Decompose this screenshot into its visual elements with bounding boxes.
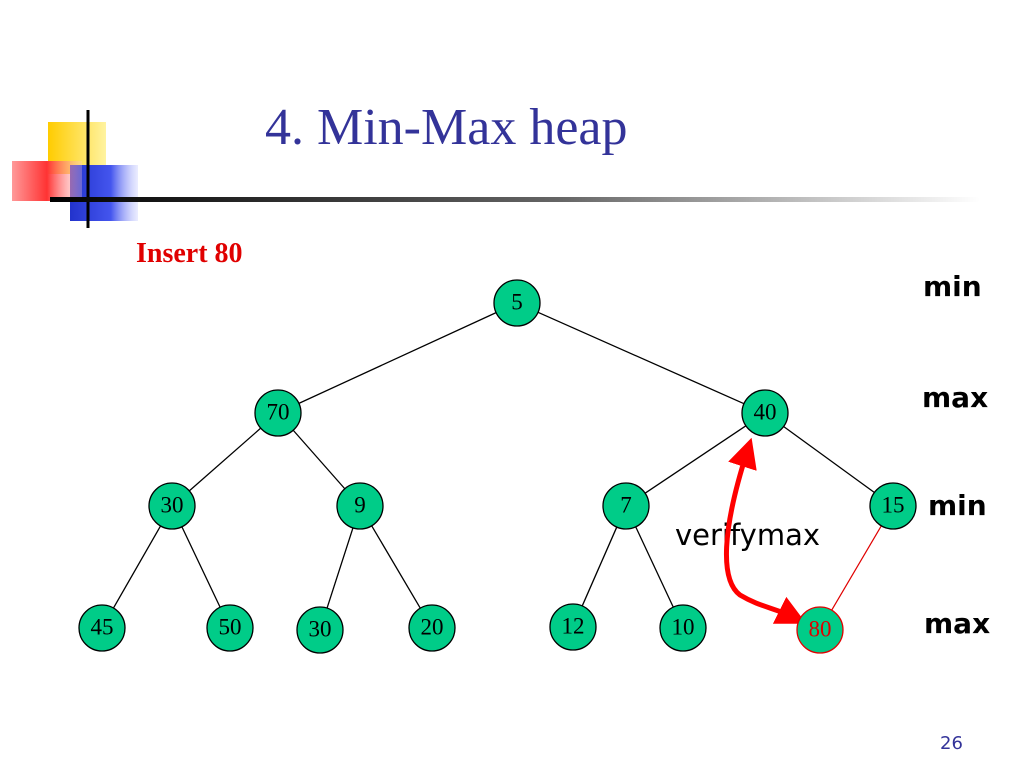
heap-node-circle bbox=[659, 604, 707, 652]
heap-node-circle bbox=[741, 389, 789, 437]
tree-edge bbox=[292, 429, 346, 490]
heap-node-label: 70 bbox=[267, 399, 290, 424]
slide-logo-decoration bbox=[12, 110, 138, 228]
heap-node-label: 9 bbox=[354, 492, 366, 517]
heap-node-circle bbox=[549, 603, 597, 651]
heap-node: 45 bbox=[78, 604, 126, 652]
heap-node: 70 bbox=[254, 389, 302, 437]
page-number: 26 bbox=[940, 733, 963, 754]
heap-node: 20 bbox=[408, 604, 456, 652]
heap-node: 9 bbox=[336, 482, 384, 530]
level-label-1: max bbox=[922, 381, 989, 414]
tree-edge bbox=[298, 312, 497, 404]
tree-edge bbox=[581, 526, 618, 607]
heap-node-label: 30 bbox=[309, 616, 332, 641]
heap-node-circle bbox=[493, 279, 541, 327]
heap-node-circle bbox=[408, 604, 456, 652]
level-label-2: min bbox=[928, 489, 987, 522]
tree-edge bbox=[371, 525, 421, 609]
heap-node-label: 80 bbox=[809, 616, 832, 641]
heap-node-label: 45 bbox=[91, 614, 114, 639]
heap-node-label: 15 bbox=[882, 492, 905, 517]
heap-node: 7 bbox=[602, 482, 650, 530]
heap-node-circle bbox=[254, 389, 302, 437]
title-underline bbox=[50, 197, 980, 202]
level-label-3: max bbox=[924, 607, 991, 640]
tree-edge bbox=[181, 526, 221, 608]
tree-edge bbox=[326, 527, 354, 609]
heap-node-circle bbox=[869, 482, 917, 530]
verifymax-arrow bbox=[723, 437, 807, 624]
heap-node: 40 bbox=[741, 389, 789, 437]
heap-node-circle bbox=[296, 606, 344, 654]
heap-node: 30 bbox=[296, 606, 344, 654]
heap-node: 10 bbox=[659, 604, 707, 652]
heap-node-label: 30 bbox=[161, 492, 184, 517]
heap-node: 30 bbox=[148, 482, 196, 530]
tree-edge bbox=[831, 525, 882, 611]
heap-node-label: 40 bbox=[754, 399, 777, 424]
heap-node: 5 bbox=[493, 279, 541, 327]
heap-node-label: 10 bbox=[672, 614, 695, 639]
heap-node: 12 bbox=[549, 603, 597, 651]
heap-node-circle bbox=[336, 482, 384, 530]
heap-node-circle bbox=[206, 604, 254, 652]
heap-node: 15 bbox=[869, 482, 917, 530]
heap-node-label: 20 bbox=[421, 614, 444, 639]
heap-node-label: 12 bbox=[562, 613, 585, 638]
level-label-0: min bbox=[923, 270, 982, 303]
heap-node-circle bbox=[78, 604, 126, 652]
heap-node: 80 bbox=[796, 606, 844, 654]
heap-node-circle bbox=[148, 482, 196, 530]
heap-node-label: 50 bbox=[219, 614, 242, 639]
heap-node-label: 5 bbox=[511, 289, 523, 314]
heap-node-label: 7 bbox=[620, 492, 632, 517]
tree-edge bbox=[635, 526, 674, 608]
tree-edge bbox=[188, 427, 262, 492]
heap-node: 50 bbox=[206, 604, 254, 652]
heap-node-circle bbox=[602, 482, 650, 530]
tree-edge bbox=[537, 311, 745, 405]
slide-title: 4. Min-Max heap bbox=[265, 99, 628, 156]
tree-edge bbox=[783, 425, 875, 494]
heap-node-circle bbox=[796, 606, 844, 654]
tree-edge bbox=[644, 425, 747, 494]
slide-subtitle: Insert 80 bbox=[136, 238, 243, 269]
tree-edge bbox=[112, 525, 162, 609]
